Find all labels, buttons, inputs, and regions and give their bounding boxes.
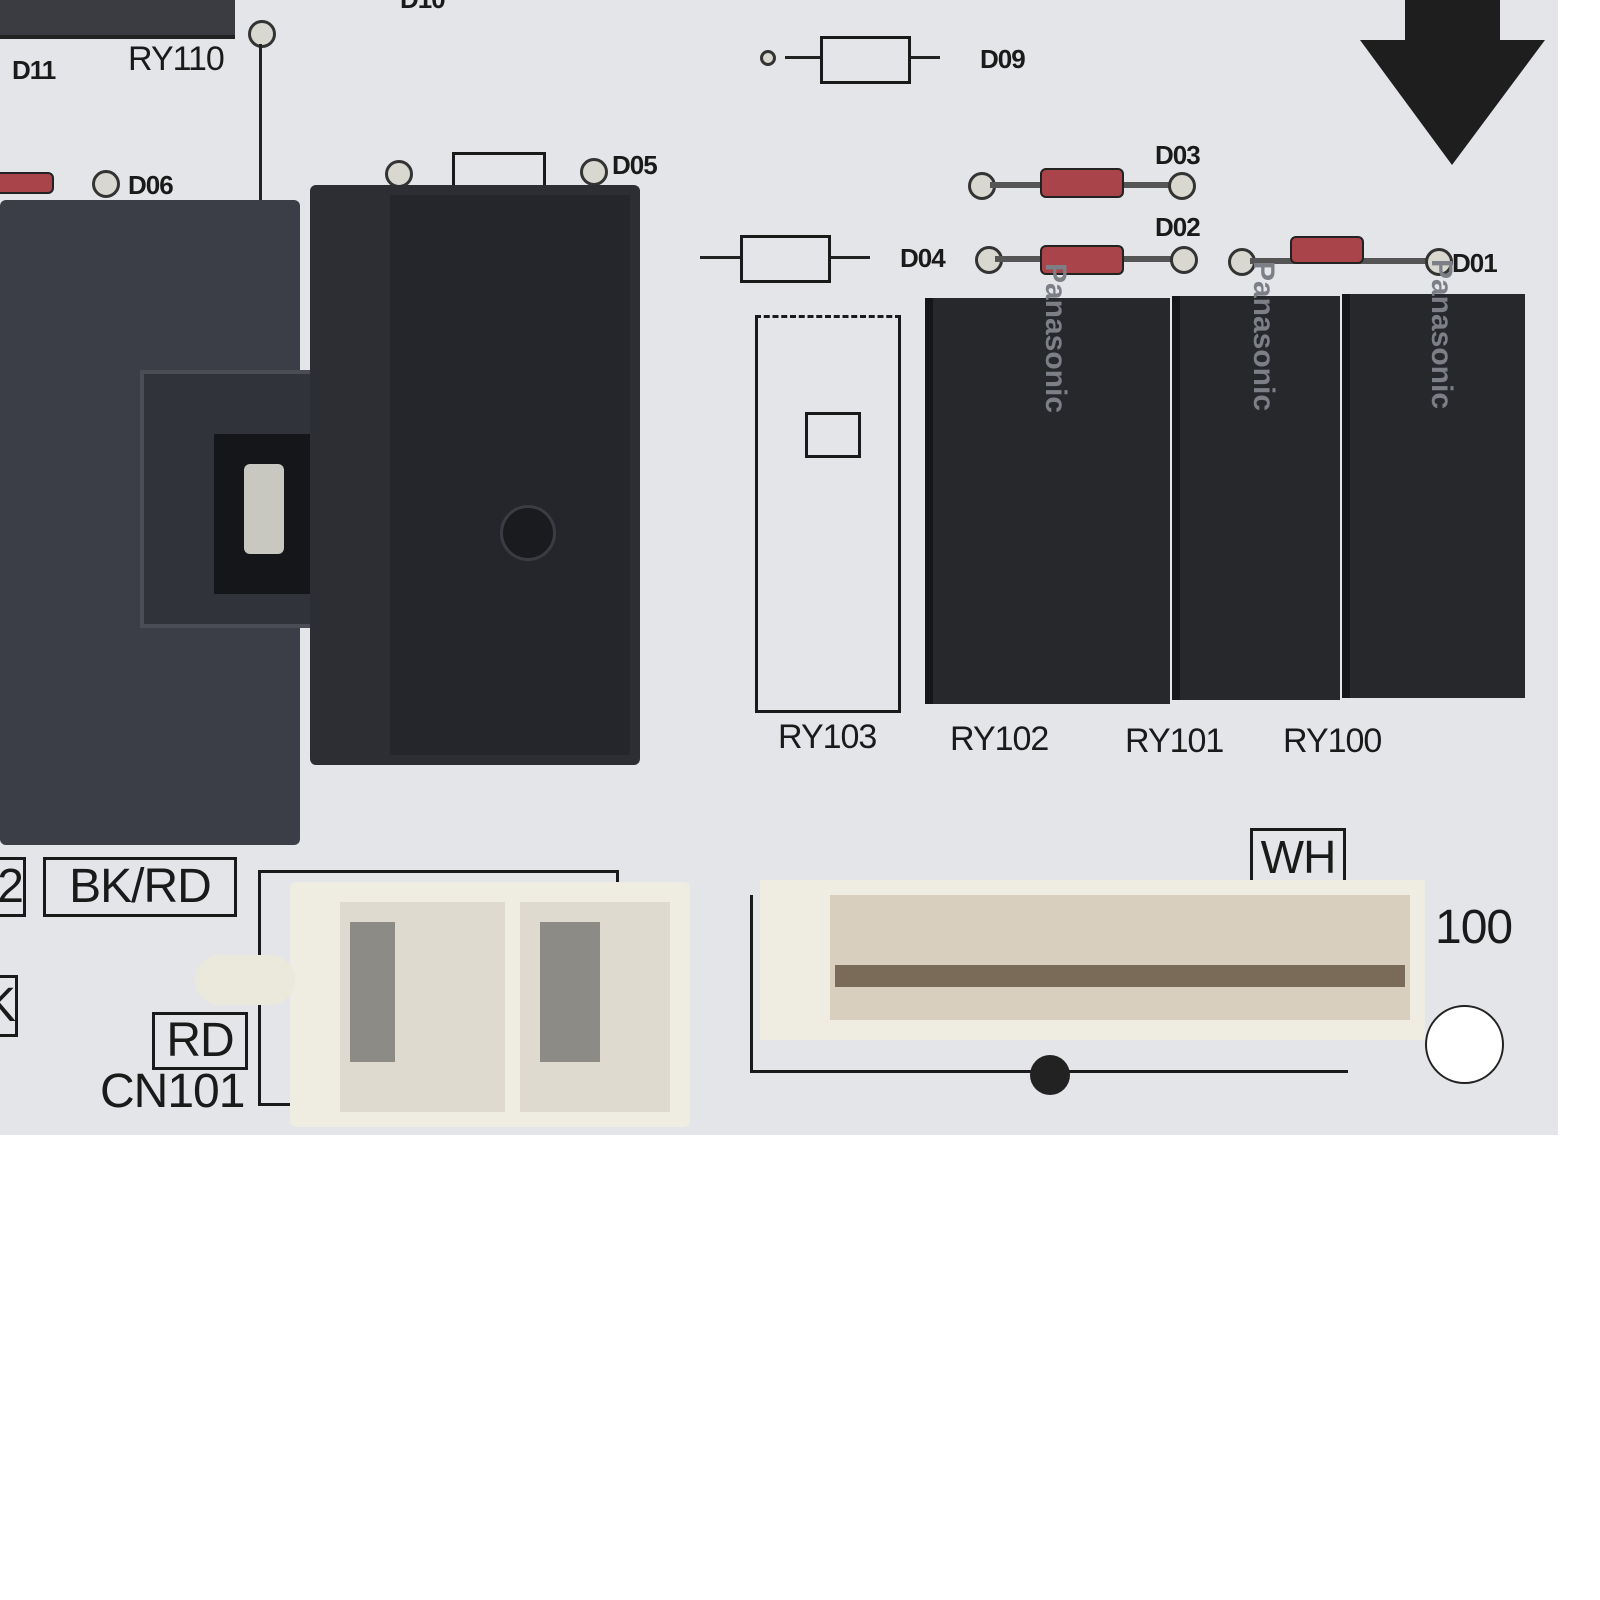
label-d09: D09 <box>980 44 1026 74</box>
spade-terminal <box>350 922 395 1062</box>
top-left-component <box>0 0 235 39</box>
label-d04: D04 <box>900 243 946 273</box>
label-2: 2 <box>0 857 26 917</box>
diode-d04-outline <box>740 235 831 283</box>
footprint-detail <box>805 412 861 458</box>
pad <box>92 170 120 198</box>
label-k: K <box>0 975 18 1037</box>
label-d11: D11 <box>12 55 56 85</box>
brand-label: Panasonic <box>1247 260 1280 412</box>
label-ry103: RY103 <box>778 718 877 756</box>
relay-ry102: Panasonic <box>925 263 1170 704</box>
relay-ry100: Panasonic <box>1342 259 1525 698</box>
pcb-board: D10 D11 RY110 D06 D05 D09 D04 D03 D02 D0… <box>0 0 1558 1135</box>
relay-ry110 <box>310 185 640 765</box>
connector-wh <box>760 880 1425 1040</box>
label-ry110: RY110 <box>128 40 225 78</box>
arrow-down-icon <box>1360 0 1545 165</box>
power-relay-left <box>0 200 338 845</box>
label-d03: D03 <box>1155 140 1201 170</box>
diode-d06 <box>0 172 54 194</box>
pad <box>385 160 413 188</box>
mounting-hole <box>1425 1005 1504 1084</box>
label-ry102: RY102 <box>950 720 1049 758</box>
label-wh: WH <box>1250 828 1346 886</box>
diode-d02 <box>1040 245 1124 275</box>
label-cn101: CN101 <box>100 1065 245 1118</box>
label-bk-rd: BK/RD <box>43 857 237 917</box>
label-d01: D01 <box>1452 248 1498 278</box>
pad <box>1170 246 1198 274</box>
brand-label: Panasonic <box>1038 262 1072 414</box>
relay-ry103-footprint <box>755 315 901 713</box>
diode-d01 <box>1290 236 1364 264</box>
diode-d09-outline <box>820 36 911 84</box>
connector-latch <box>195 955 295 1005</box>
pad <box>248 20 276 48</box>
diode-d05-outline <box>452 152 546 188</box>
diode-d03 <box>1040 168 1124 198</box>
pad <box>760 50 776 66</box>
label-d10: D10 <box>400 0 446 15</box>
via-hole <box>1030 1055 1070 1095</box>
connector-cn101 <box>290 882 690 1127</box>
relay-ry101: Panasonic <box>1172 261 1340 700</box>
pad <box>1168 172 1196 200</box>
label-rd: RD <box>152 1012 248 1070</box>
spade-terminal <box>540 922 600 1062</box>
label-d02: D02 <box>1155 212 1201 242</box>
label-d05: D05 <box>612 150 658 180</box>
brand-label: Panasonic <box>1424 258 1458 410</box>
label-cn100: 100 <box>1435 901 1513 954</box>
trace <box>259 44 262 204</box>
pad <box>1425 248 1453 276</box>
pad <box>580 158 608 186</box>
spade-terminal <box>140 370 338 628</box>
label-ry100: RY100 <box>1283 722 1382 760</box>
label-d06: D06 <box>128 170 174 200</box>
label-ry101: RY101 <box>1125 722 1224 760</box>
